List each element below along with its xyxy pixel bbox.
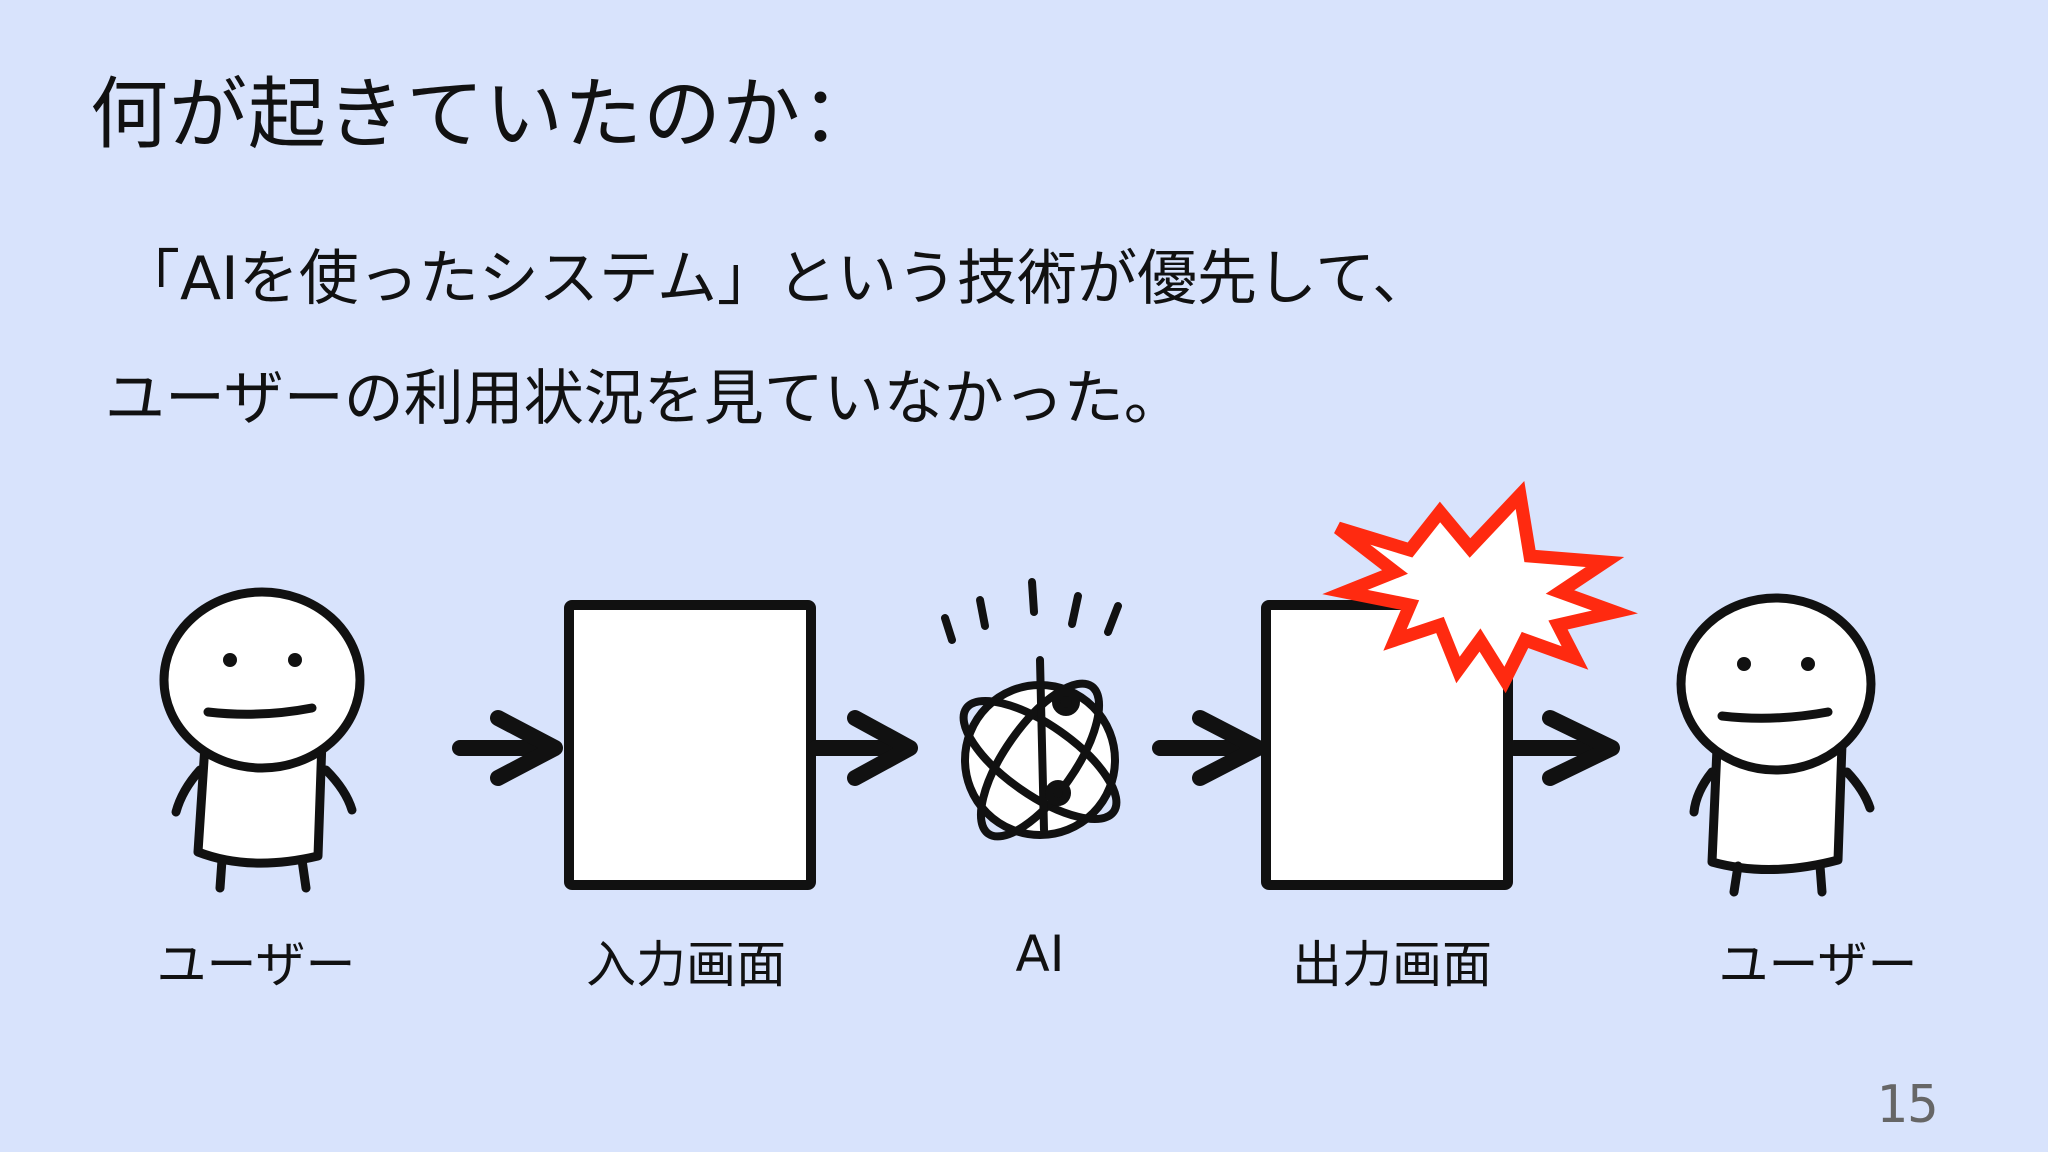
label-output-screen: 出力画面 xyxy=(1292,936,1492,994)
user-left-figure xyxy=(159,587,365,893)
user-right-figure xyxy=(1676,593,1876,897)
arrow-2 xyxy=(808,710,918,786)
body-text-line-2: ユーザーの利用状況を見ていなかった。 xyxy=(105,364,1184,434)
page-number: 15 xyxy=(1876,1075,1939,1135)
arrow-4 xyxy=(1506,710,1620,786)
input-screen-box xyxy=(564,600,816,890)
slide-title: 何が起きていたのか： xyxy=(90,70,881,160)
label-ai: AI xyxy=(1015,925,1065,983)
arrow-3 xyxy=(1152,710,1266,786)
ai-atom-icon xyxy=(941,578,1122,841)
label-user-right: ユーザー xyxy=(1718,936,1918,994)
label-input-screen: 入力画面 xyxy=(586,936,786,994)
label-user-left: ユーザー xyxy=(156,936,356,994)
error-burst-icon xyxy=(1322,480,1638,694)
arrow-1 xyxy=(452,710,563,786)
body-text-line-1: 「AIを使ったシステム」という技術が優先して、 xyxy=(120,244,1433,314)
